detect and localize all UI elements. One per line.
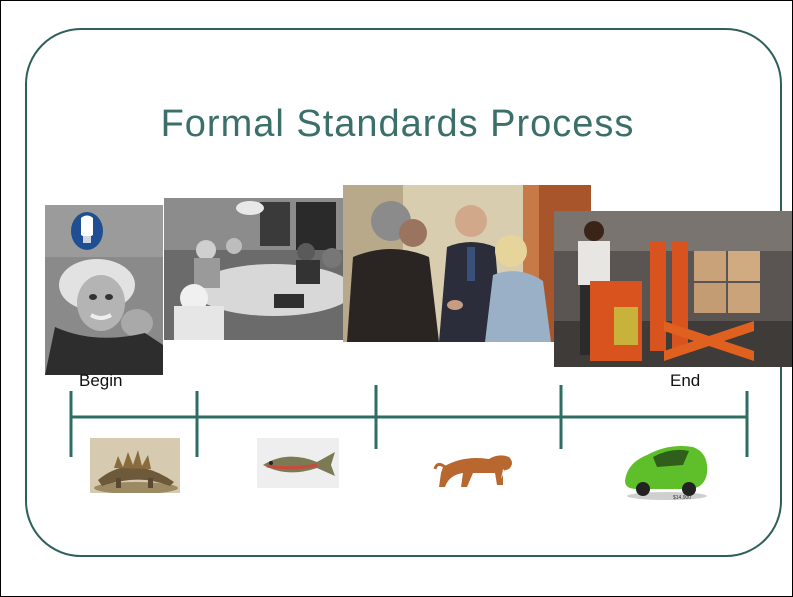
green-car-image: $14,900 bbox=[617, 433, 713, 503]
end-label: End bbox=[670, 371, 701, 390]
slide-title: Formal Standards Process bbox=[160, 103, 635, 145]
car-caption: $14,900 bbox=[673, 495, 691, 501]
sabertooth-cat-image bbox=[433, 441, 517, 495]
meeting-photo bbox=[164, 198, 352, 340]
einstein-photo bbox=[45, 205, 163, 375]
stegosaurus-image bbox=[90, 438, 180, 494]
trout-fish-image bbox=[257, 438, 339, 488]
lightbulb-icon bbox=[71, 212, 103, 250]
begin-label: Begin bbox=[79, 371, 123, 390]
warehouse-forklift-photo bbox=[554, 211, 792, 367]
